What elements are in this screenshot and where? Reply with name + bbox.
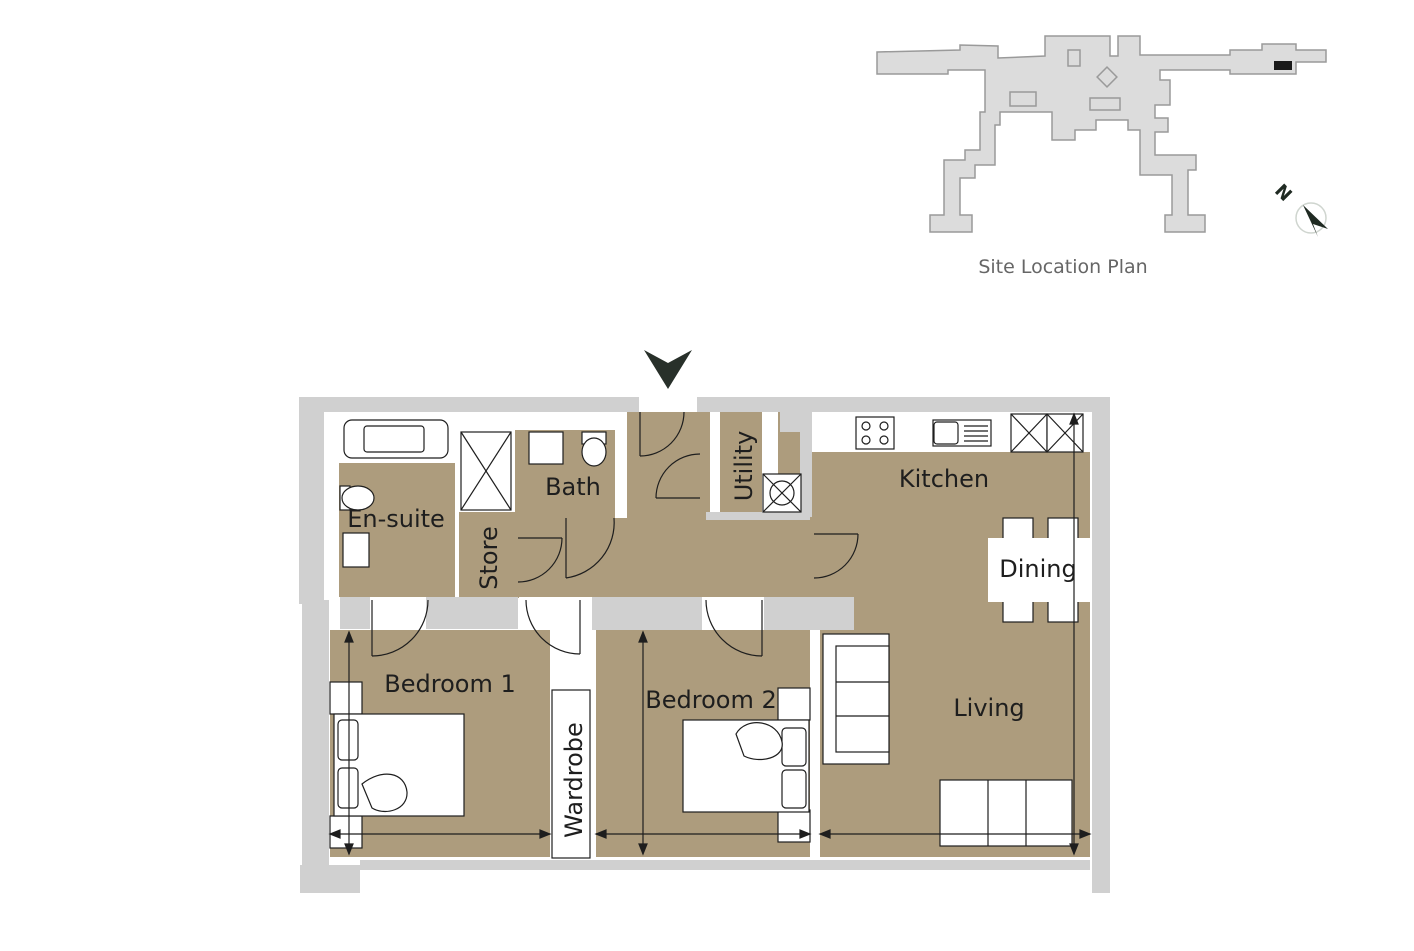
room-label-bedroom-1: Bedroom 1: [384, 670, 515, 698]
fixtures: [329, 413, 1092, 859]
room-label-utility: Utility: [730, 431, 758, 502]
north-compass: N: [1270, 180, 1328, 237]
site-location-plan: [876, 35, 1327, 233]
basin-en-suite: [342, 532, 370, 568]
entrance-arrow-icon: [644, 350, 692, 389]
north-arrow-icon: [1303, 205, 1328, 237]
site-highlight-apartment: [1274, 61, 1292, 70]
wardrobe: [551, 689, 591, 859]
wall-shell: [299, 397, 1110, 893]
room-label-en-suite: En-suite: [347, 505, 445, 533]
sideboard: [939, 779, 1073, 847]
bedside-table-2: [777, 687, 811, 721]
compass-circle: [1295, 202, 1327, 234]
bedside-table-1b: [329, 815, 363, 849]
site-plan-caption: Site Location Plan: [978, 256, 1147, 278]
door-swings: [371, 411, 859, 657]
dining-table: [988, 538, 1092, 602]
bedside-table-1: [329, 681, 363, 715]
compass-north-label: N: [1270, 180, 1296, 206]
bedside-table-2b: [777, 809, 811, 843]
hob: [855, 416, 895, 450]
room-label-kitchen: Kitchen: [899, 465, 989, 493]
room-label-living: Living: [953, 694, 1024, 722]
dimension-lines: [328, 412, 1092, 856]
room-label-bath: Bath: [545, 473, 601, 501]
room-label-store: Store: [475, 526, 503, 589]
room-label-dining: Dining: [999, 555, 1076, 583]
room-label-wardrobe: Wardrobe: [560, 722, 588, 838]
room-label-bedroom-2: Bedroom 2: [645, 686, 776, 714]
basin-bath: [528, 431, 564, 465]
